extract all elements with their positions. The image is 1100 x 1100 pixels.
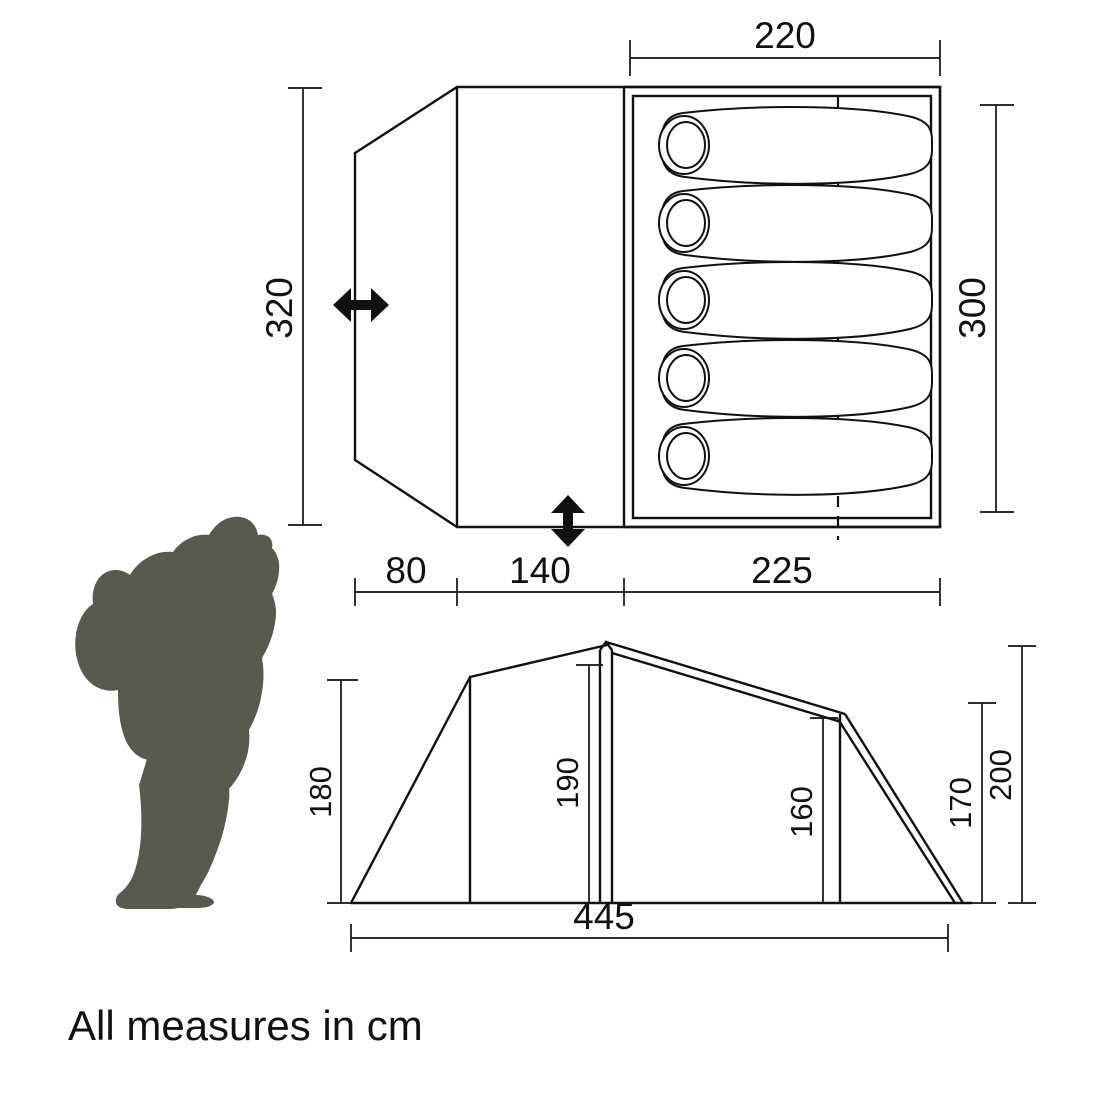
dim-elev-height-170: 170 [943,702,996,904]
dim-elev-length-445: 445 [350,896,949,952]
sleeping-bag-hood-inner-3 [666,276,706,324]
dim-label-220: 220 [754,15,816,56]
sleeping-bag-4 [658,339,933,418]
dim-label-180: 180 [303,766,338,818]
dim-label-80: 80 [385,550,426,591]
sleeping-bag-2 [658,184,933,263]
dim-label-160: 160 [784,786,819,838]
units-note: All measures in cm [68,1002,423,1049]
dim-elev-height-180: 180 [303,679,358,904]
dim-label-225: 225 [751,550,813,591]
sleeping-bag-hood-inner-1 [666,121,706,169]
sleeping-bag-5 [658,417,933,496]
dim-plan-length-chain: 80 140 225 [354,550,941,606]
dim-plan-width-220: 220 [629,15,941,76]
dim-elev-height-160: 160 [784,717,838,903]
sleeping-bag-hood-inner-5 [666,432,706,480]
elevation-rear-roof-outer [605,640,846,716]
sleeping-bag-1 [658,106,933,185]
side-entrance-arrow-icon [333,288,389,322]
elevation-rear-roof-inner [611,651,842,724]
dim-label-300: 300 [952,277,993,339]
elevation-rear-slope-outer [843,713,965,904]
dim-plan-depth-320: 320 [259,87,322,526]
elevation-rear-slope-inner [836,718,957,904]
dim-label-445: 445 [573,896,635,937]
sleeping-bag-3 [658,261,933,340]
dim-label-140: 140 [509,550,571,591]
sleeping-bag-hood-inner-2 [666,199,706,247]
plan-inner-tent-wall [622,85,942,529]
dim-label-200: 200 [983,749,1018,801]
dim-elev-height-200: 200 [983,645,1036,904]
front-entrance-arrow-icon [551,495,585,547]
sleeping-bag-hood-inner-4 [666,354,706,402]
dim-label-170: 170 [943,777,978,829]
dim-label-320: 320 [259,277,300,339]
side-elevation-view: 180 190 160 170 [303,640,1036,952]
sleeping-bag-group [658,106,933,496]
hiker-silhouette [75,516,280,909]
dim-elev-height-190: 190 [550,664,603,903]
dim-plan-depth-300: 300 [952,104,1014,513]
dim-label-190: 190 [550,757,585,809]
floor-plan-view: 220 300 320 [259,15,1014,606]
